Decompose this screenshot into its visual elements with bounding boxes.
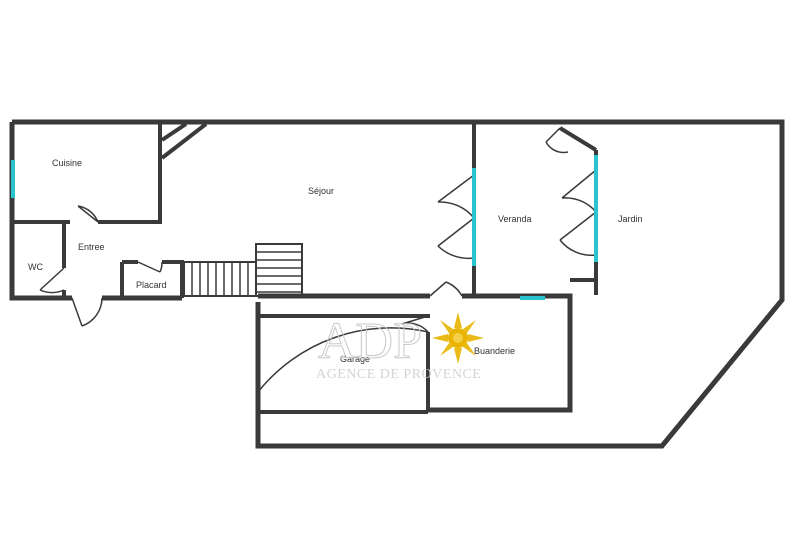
room-label-wc: WC	[28, 262, 43, 272]
room-label-veranda: Veranda	[498, 214, 532, 224]
room-label-cuisine: Cuisine	[52, 158, 82, 168]
sun-logo-icon	[432, 312, 484, 364]
staircase	[183, 243, 303, 297]
room-label-garage: Garage	[340, 354, 370, 364]
room-label-jardin: Jardin	[618, 214, 643, 224]
room-label-entree: Entree	[78, 242, 105, 252]
agency-watermark: ADP AGENCE DE PROVENCE	[316, 312, 484, 382]
room-label-placard: Placard	[136, 280, 167, 290]
watermark-subtitle: AGENCE DE PROVENCE	[316, 367, 481, 382]
room-label-sejour: Séjour	[308, 186, 334, 196]
exterior-walls	[9, 119, 785, 449]
watermark-logo-text: ADP	[318, 313, 422, 370]
interior-walls	[12, 122, 598, 414]
room-label-buanderie: Buanderie	[474, 346, 515, 356]
door-swings	[39, 127, 597, 393]
windows	[11, 155, 598, 300]
